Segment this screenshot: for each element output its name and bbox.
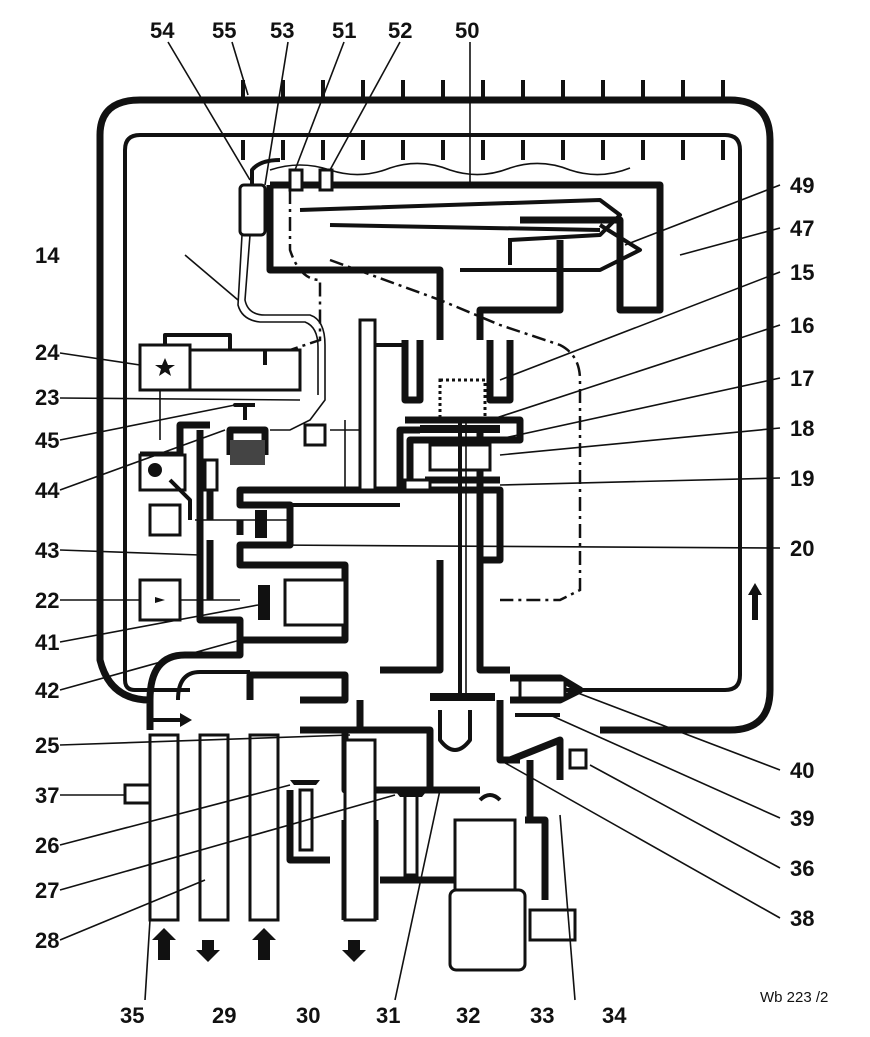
label-16: 16 — [790, 313, 815, 338]
label-28: 28 — [35, 928, 60, 953]
label-23: 23 — [35, 385, 60, 410]
label-54: 54 — [150, 18, 175, 43]
label-41: 41 — [35, 630, 60, 655]
label-20: 20 — [790, 536, 815, 561]
water-valve-stack — [380, 340, 524, 752]
capillary-tube-2 — [237, 234, 319, 395]
label-25: 25 — [35, 733, 60, 758]
pressure-valve — [510, 674, 584, 717]
regulator — [303, 318, 405, 492]
label-30: 30 — [296, 1003, 321, 1028]
label-36: 36 — [790, 856, 815, 881]
label-29: 29 — [212, 1003, 237, 1028]
label-53: 53 — [270, 18, 295, 43]
label-14: 14 — [35, 243, 60, 268]
label-31: 31 — [376, 1003, 401, 1028]
reference-code: Wb 223 /2 — [760, 989, 829, 1006]
outer-casing — [96, 96, 774, 734]
label-34: 34 — [602, 1003, 627, 1028]
label-52: 52 — [388, 18, 413, 43]
label-47: 47 — [790, 216, 815, 241]
label-24: 24 — [35, 340, 60, 365]
label-50: 50 — [455, 18, 480, 43]
label-43: 43 — [35, 538, 60, 563]
label-18: 18 — [790, 416, 815, 441]
label-39: 39 — [790, 806, 815, 831]
connection-pipes — [123, 733, 377, 922]
label-44: 44 — [35, 478, 60, 503]
sensor-bulb — [238, 158, 334, 237]
label-35: 35 — [120, 1003, 145, 1028]
label-15: 15 — [790, 260, 815, 285]
gas-valve-body — [138, 403, 400, 644]
label-19: 19 — [790, 466, 815, 491]
label-42: 42 — [35, 678, 60, 703]
leader-lines — [59, 41, 781, 1001]
capillary-tube — [244, 234, 326, 431]
label-38: 38 — [790, 906, 815, 931]
label-17: 17 — [790, 366, 815, 391]
label-45: 45 — [35, 428, 60, 453]
label-33: 33 — [530, 1003, 555, 1028]
label-22: 22 — [35, 588, 60, 613]
label-51: 51 — [332, 18, 357, 43]
label-26: 26 — [35, 833, 60, 858]
flue-outlets — [241, 80, 725, 160]
overheat-path — [288, 190, 582, 602]
label-55: 55 — [212, 18, 237, 43]
control-unit — [138, 333, 302, 440]
label-40: 40 — [790, 758, 815, 783]
flow-arrows — [150, 583, 762, 962]
water-section — [246, 671, 588, 972]
label-32: 32 — [456, 1003, 481, 1028]
label-49: 49 — [790, 173, 815, 198]
label-27: 27 — [35, 878, 60, 903]
label-37: 37 — [35, 783, 60, 808]
